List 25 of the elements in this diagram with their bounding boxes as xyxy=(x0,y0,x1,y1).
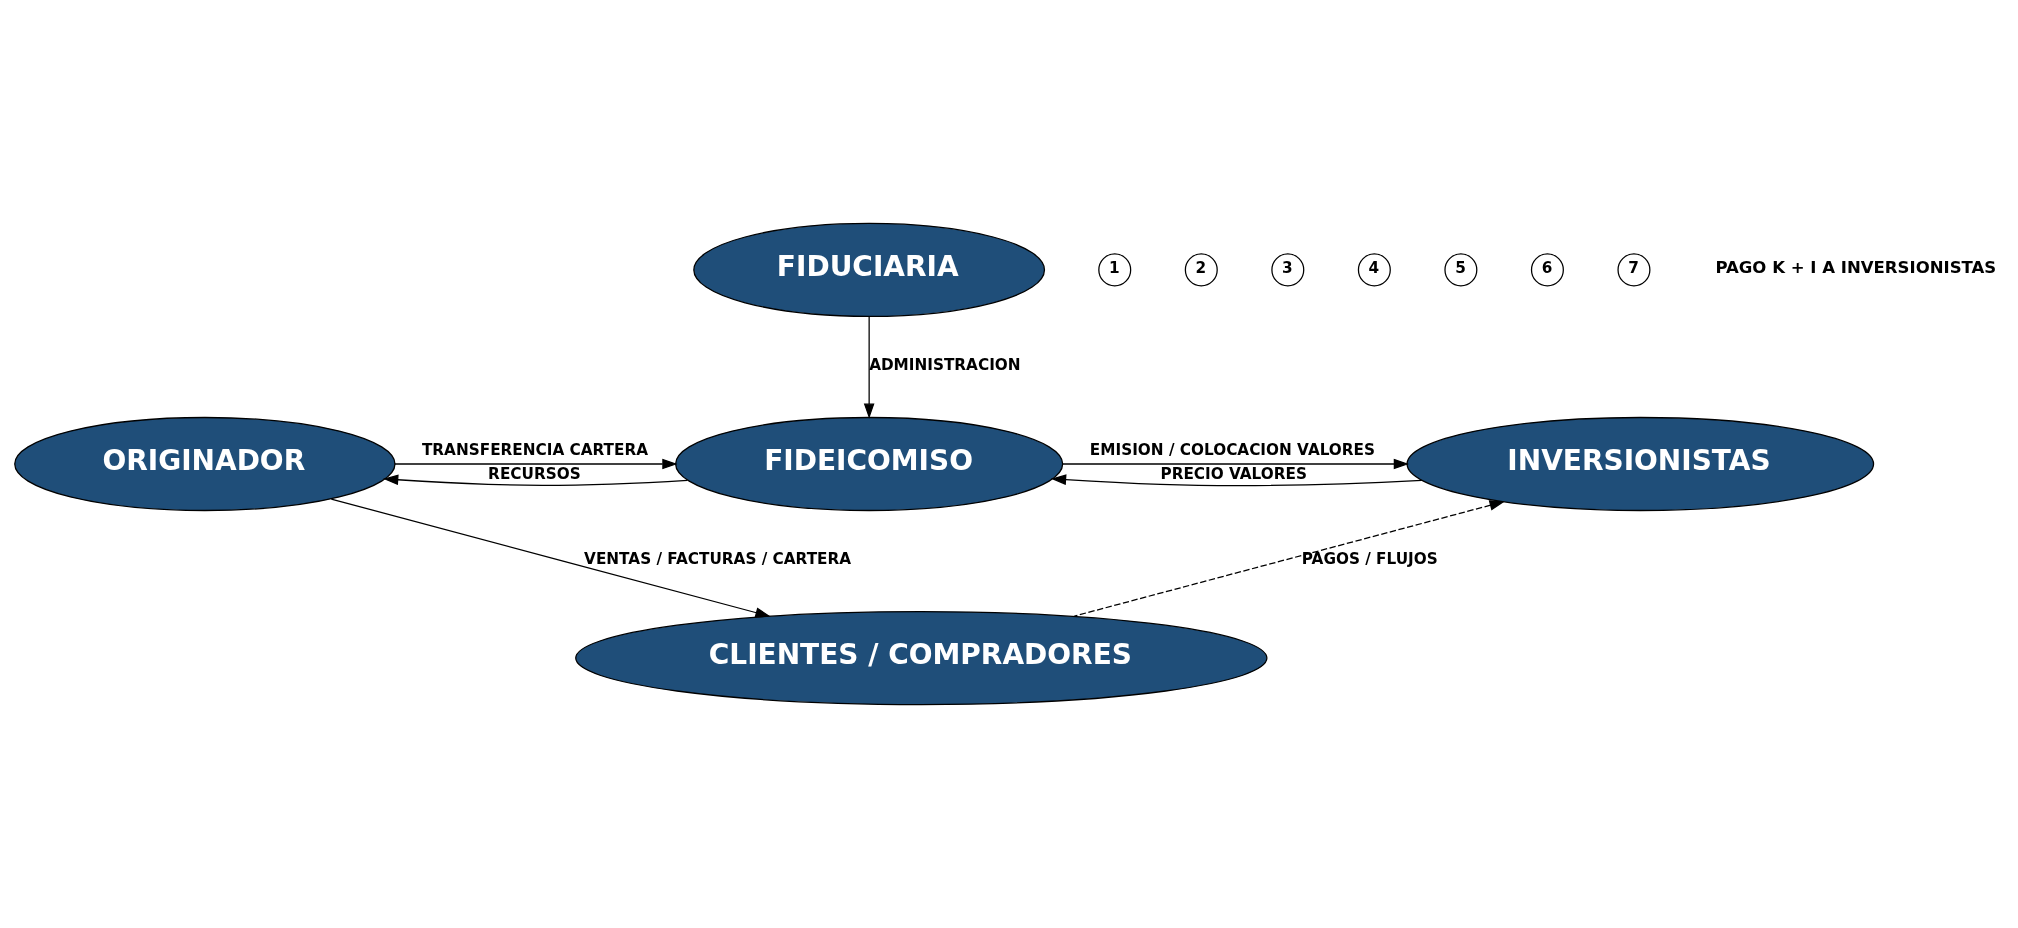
node-ellipse: FIDUCIARIA xyxy=(693,222,1046,317)
arrow xyxy=(1062,458,1410,470)
node-circle: 4 xyxy=(1357,253,1391,287)
arrow xyxy=(394,458,678,470)
node-ellipse: FIDEICOMISO xyxy=(675,416,1064,512)
node-circle: 5 xyxy=(1444,253,1478,287)
node-circle: 1 xyxy=(1098,253,1132,287)
node-circle: 2 xyxy=(1184,253,1218,287)
node-circle: 6 xyxy=(1530,253,1564,287)
arrow xyxy=(330,498,771,618)
arrow xyxy=(1073,500,1505,617)
node-circle: 7 xyxy=(1617,253,1651,287)
node-ellipse: ORIGINADOR xyxy=(14,416,396,512)
edge-label: EMISION / COLOCACION VALORES xyxy=(1089,440,1376,459)
edge-label: TRANSFERENCIA CARTERA xyxy=(421,440,649,459)
edge-label: PRECIO VALORES xyxy=(1160,464,1307,483)
edge-label: PAGOS / FLUJOS xyxy=(1301,549,1438,568)
node-circle: 3 xyxy=(1271,253,1305,287)
edge-label: VENTAS / FACTURAS / CARTERA xyxy=(584,549,852,568)
label: PAGO K + I A INVERSIONISTAS xyxy=(1715,257,1997,277)
arrow xyxy=(863,316,875,419)
arrow xyxy=(1050,474,1423,487)
arrow xyxy=(383,474,689,486)
edge-label: RECURSOS xyxy=(488,464,581,483)
node-ellipse: CLIENTES / COMPRADORES xyxy=(575,611,1268,706)
